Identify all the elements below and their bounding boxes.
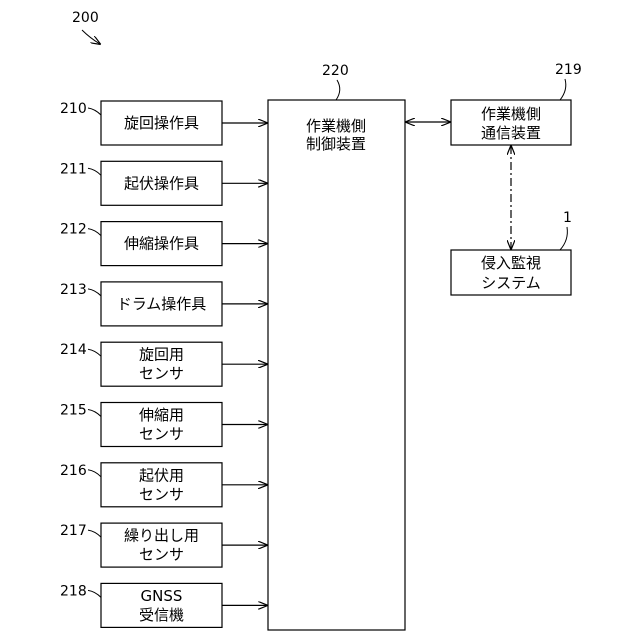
input-device-ref-leader bbox=[88, 349, 101, 356]
input-device-213: ドラム操作具 213 bbox=[60, 282, 267, 326]
figure-ref-label: 200 bbox=[72, 10, 99, 26]
input-device-label-line-1: 伸縮用 bbox=[139, 406, 184, 424]
input-device-label-line-1: 起伏用 bbox=[139, 466, 184, 484]
input-device-label-line-1: ドラム操作具 bbox=[117, 295, 207, 313]
input-device-211: 起伏操作具 211 bbox=[60, 161, 267, 205]
comm-device-line-2: 通信装置 bbox=[481, 124, 541, 142]
input-device-label-line-2: センサ bbox=[139, 485, 184, 503]
figure-ref-leader bbox=[82, 30, 100, 44]
comm-device-ref-label: 219 bbox=[555, 62, 582, 78]
input-device-label-line-2: 受信機 bbox=[139, 606, 184, 624]
input-devices: 旋回操作具210起伏操作具211伸縮操作具212ドラム操作具213旋回用センサ2… bbox=[60, 101, 267, 627]
input-device-ref-label: 214 bbox=[60, 342, 87, 358]
input-device-215: 伸縮用センサ 215 bbox=[60, 403, 267, 447]
input-device-ref-leader bbox=[88, 590, 101, 597]
controller-ref-label: 220 bbox=[322, 63, 349, 79]
input-device-label-line-2: センサ bbox=[139, 546, 184, 564]
input-device-217: 繰り出し用センサ 217 bbox=[60, 523, 267, 567]
input-device-214: 旋回用センサ 214 bbox=[60, 342, 267, 386]
input-device-ref-label: 215 bbox=[60, 403, 87, 419]
intrusion-system-line-1: 侵入監視 bbox=[481, 254, 541, 272]
comm-device-ref-leader bbox=[560, 79, 566, 100]
input-device-ref-leader bbox=[88, 289, 101, 296]
controller-ref-leader bbox=[336, 80, 340, 100]
input-device-212: 伸縮操作具 212 bbox=[60, 222, 267, 266]
input-device-ref-label: 217 bbox=[60, 523, 87, 539]
controller-group: 作業機側 制御装置 220 bbox=[268, 63, 405, 630]
input-device-218: GNSS受信機 218 bbox=[60, 583, 267, 627]
input-device-label-line-1: 旋回用 bbox=[139, 346, 184, 364]
input-device-ref-label: 212 bbox=[60, 222, 87, 238]
input-device-label-line-1: 伸縮操作具 bbox=[124, 235, 199, 253]
intrusion-system-ref-leader bbox=[560, 227, 567, 250]
input-device-label-line-1: 旋回操作具 bbox=[124, 114, 199, 132]
input-device-ref-leader bbox=[88, 470, 101, 477]
input-device-label-line-2: センサ bbox=[139, 365, 184, 383]
input-device-ref-label: 210 bbox=[60, 101, 87, 117]
input-device-216: 起伏用センサ 216 bbox=[60, 463, 267, 507]
input-device-210: 旋回操作具 210 bbox=[60, 101, 267, 145]
input-device-label-line-1: GNSS bbox=[141, 587, 183, 605]
input-device-label-line-1: 繰り出し用 bbox=[124, 527, 199, 545]
controller-line-1: 作業機側 bbox=[306, 117, 366, 135]
intrusion-system-ref-label: 1 bbox=[563, 210, 572, 226]
figure-ref-group: 200 bbox=[72, 10, 100, 44]
input-device-ref-label: 213 bbox=[60, 282, 87, 298]
controller-box bbox=[268, 100, 405, 630]
input-device-ref-label: 211 bbox=[60, 161, 87, 177]
input-device-label-line-2: センサ bbox=[139, 425, 184, 443]
input-device-ref-leader bbox=[88, 410, 101, 417]
input-device-ref-leader bbox=[88, 530, 101, 537]
comm-device-line-1: 作業機側 bbox=[481, 105, 541, 123]
controller-line-2: 制御装置 bbox=[306, 135, 366, 153]
input-device-ref-label: 218 bbox=[60, 583, 87, 599]
input-device-ref-leader bbox=[88, 108, 101, 115]
intrusion-system-line-2: システム bbox=[481, 274, 541, 292]
input-device-ref-leader bbox=[88, 168, 101, 175]
input-device-label-line-1: 起伏操作具 bbox=[124, 174, 199, 192]
comm-device-group: 作業機側 通信装置 219 bbox=[451, 62, 582, 145]
input-device-ref-label: 216 bbox=[60, 463, 87, 479]
input-device-ref-leader bbox=[88, 229, 101, 236]
